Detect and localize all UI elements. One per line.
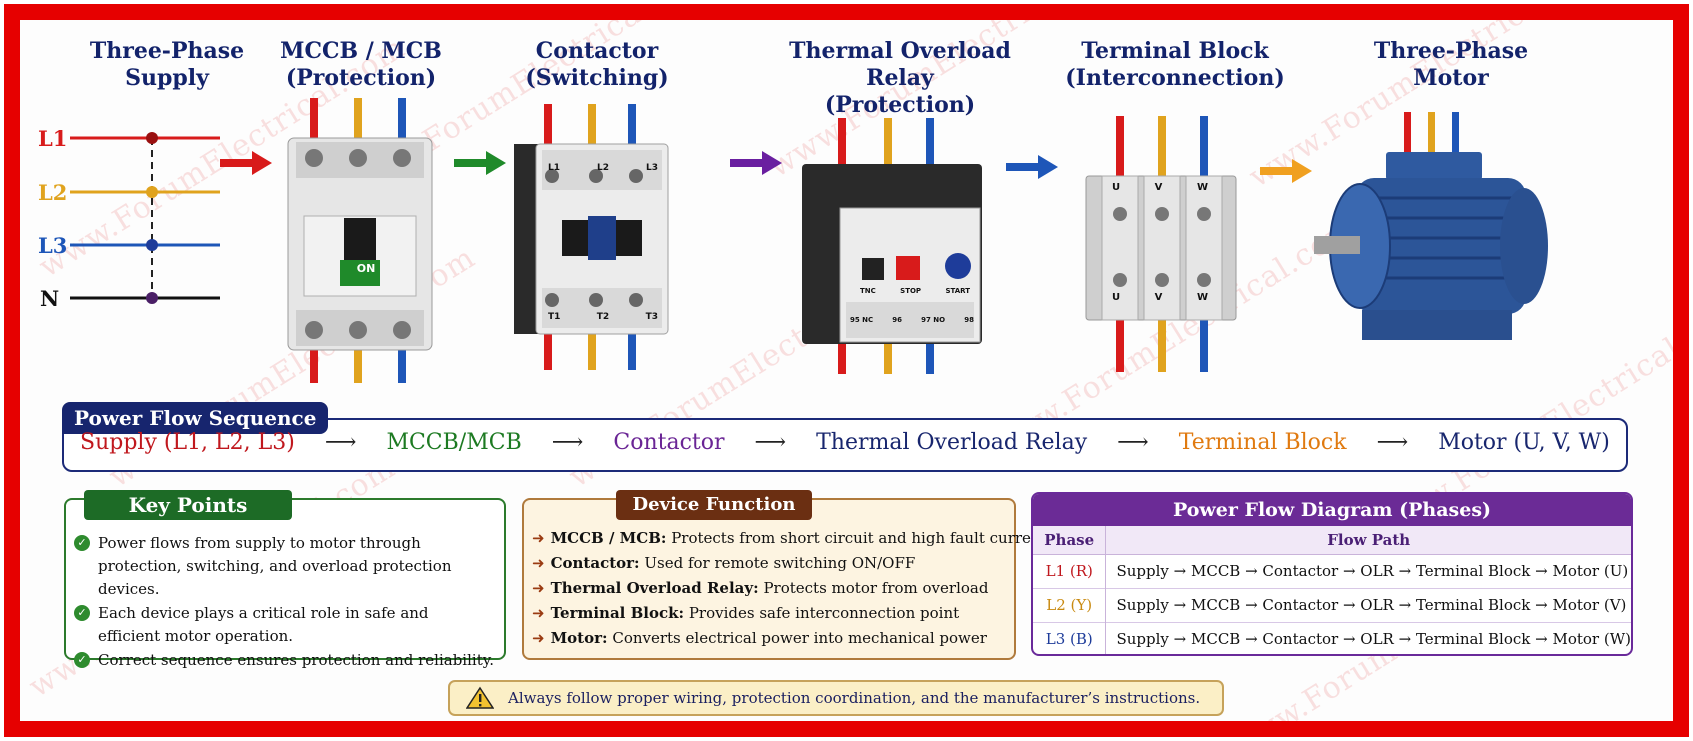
phase-table: Phase Flow Path L1 (R) Supply → MCCB → C… <box>1033 526 1631 654</box>
flow-step-supply: Supply (L1, L2, L3) <box>80 430 295 455</box>
key-points-title: Key Points <box>84 490 292 520</box>
device-function-item: ➜Contactor: Used for remote switching ON… <box>532 554 916 572</box>
thermal-overload-relay-device <box>802 118 982 374</box>
flow-arrow-icon: ⟶ <box>1117 430 1149 455</box>
flow-arrow-icon: ⟶ <box>324 430 357 455</box>
stage-title-contactor: Contactor(Switching) <box>525 38 669 91</box>
table-row: L3 (B) Supply → MCCB → Contactor → OLR →… <box>1033 621 1631 654</box>
check-icon: ✓ <box>74 535 90 551</box>
warning-text: Always follow proper wiring, protection … <box>508 689 1201 707</box>
flow-step-terminal-block: Terminal Block <box>1178 430 1347 455</box>
flow-step-contactor: Contactor <box>613 430 725 455</box>
flow-arrow-icon: ⟶ <box>754 430 787 455</box>
stage-title-mccb: MCCB / MCB(Protection) <box>280 38 442 91</box>
red-frame: www.ForumElectrical.com www.ForumElectri… <box>4 4 1689 737</box>
junction-l1 <box>146 132 158 144</box>
table-row: L1 (R) Supply → MCCB → Contactor → OLR →… <box>1033 553 1631 588</box>
junction-l3 <box>146 239 158 251</box>
flow-arrow-icon: ⟶ <box>1376 430 1409 455</box>
stage-title-olr: Thermal Overload Relay(Protection) <box>789 38 1011 118</box>
supply-lines-diagram <box>70 132 220 304</box>
power-flow-row: Supply (L1, L2, L3) ⟶ MCCB/MCB ⟶ Contact… <box>80 430 1610 455</box>
arrow-right-icon: ➜ <box>532 604 545 622</box>
warning-icon <box>466 686 494 709</box>
column-header-phase: Phase <box>1033 526 1107 555</box>
arrow-right-icon <box>220 151 272 175</box>
key-point-item: ✓ Correct sequence ensures protection an… <box>74 649 494 672</box>
arrow-right-icon: ➜ <box>532 554 545 572</box>
warning-banner: Always follow proper wiring, protection … <box>448 680 1224 716</box>
label-l2: L2 <box>38 180 68 205</box>
flow-step-olr: Thermal Overload Relay <box>816 430 1088 455</box>
mccb-device <box>287 98 433 383</box>
arrow-right-icon <box>1006 155 1058 179</box>
key-point-item: ✓ Each device plays a critical role in s… <box>74 602 494 648</box>
phase-diagram-panel: Power Flow Diagram (Phases) Phase Flow P… <box>1031 492 1633 656</box>
table-row: L2 (Y) Supply → MCCB → Contactor → OLR →… <box>1033 587 1631 622</box>
three-phase-motor-device <box>1314 112 1548 340</box>
phase-diagram-title: Power Flow Diagram (Phases) <box>1033 494 1631 526</box>
flow-step-mccb: MCCB/MCB <box>386 430 522 455</box>
key-points-list: ✓ Power flows from supply to motor throu… <box>74 532 494 673</box>
device-function-item: ➜MCCB / MCB: Protects from short circuit… <box>532 529 1047 547</box>
mccb-on-label: ON <box>356 262 376 275</box>
junction-l2 <box>146 186 158 198</box>
junction-n <box>146 292 158 304</box>
key-point-item: ✓ Power flows from supply to motor throu… <box>74 532 494 601</box>
device-function-title: Device Function <box>616 490 812 520</box>
contactor-device <box>514 104 669 370</box>
arrow-right-icon <box>454 151 506 175</box>
arrow-right-icon <box>1260 159 1312 183</box>
stage-title-terminal-block: Terminal Block(Interconnection) <box>1065 38 1285 91</box>
arrow-right-icon: ➜ <box>532 579 545 597</box>
power-flow-sequence-title: Power Flow Sequence <box>62 402 329 434</box>
device-function-item: ➜Terminal Block: Provides safe interconn… <box>532 604 960 622</box>
label-l3: L3 <box>38 233 68 258</box>
device-function-list: ➜MCCB / MCB: Protects from short circuit… <box>532 526 1047 651</box>
terminal-block-device <box>1085 116 1237 372</box>
flow-step-motor: Motor (U, V, W) <box>1438 430 1610 455</box>
flow-arrow-icon: ⟶ <box>551 430 584 455</box>
arrow-right-icon: ➜ <box>532 529 545 547</box>
key-points-panel <box>64 498 506 660</box>
arrow-right-icon: ➜ <box>532 629 545 647</box>
device-function-panel <box>522 498 1016 660</box>
arrow-right-icon <box>730 151 782 175</box>
check-icon: ✓ <box>74 605 90 621</box>
device-function-item: ➜Thermal Overload Relay: Protects motor … <box>532 579 989 597</box>
check-icon: ✓ <box>74 652 90 668</box>
label-l1: L1 <box>38 126 68 151</box>
device-function-item: ➜Motor: Converts electrical power into m… <box>532 629 987 647</box>
label-n: N <box>40 286 60 311</box>
column-header-flow-path: Flow Path <box>1105 526 1631 555</box>
